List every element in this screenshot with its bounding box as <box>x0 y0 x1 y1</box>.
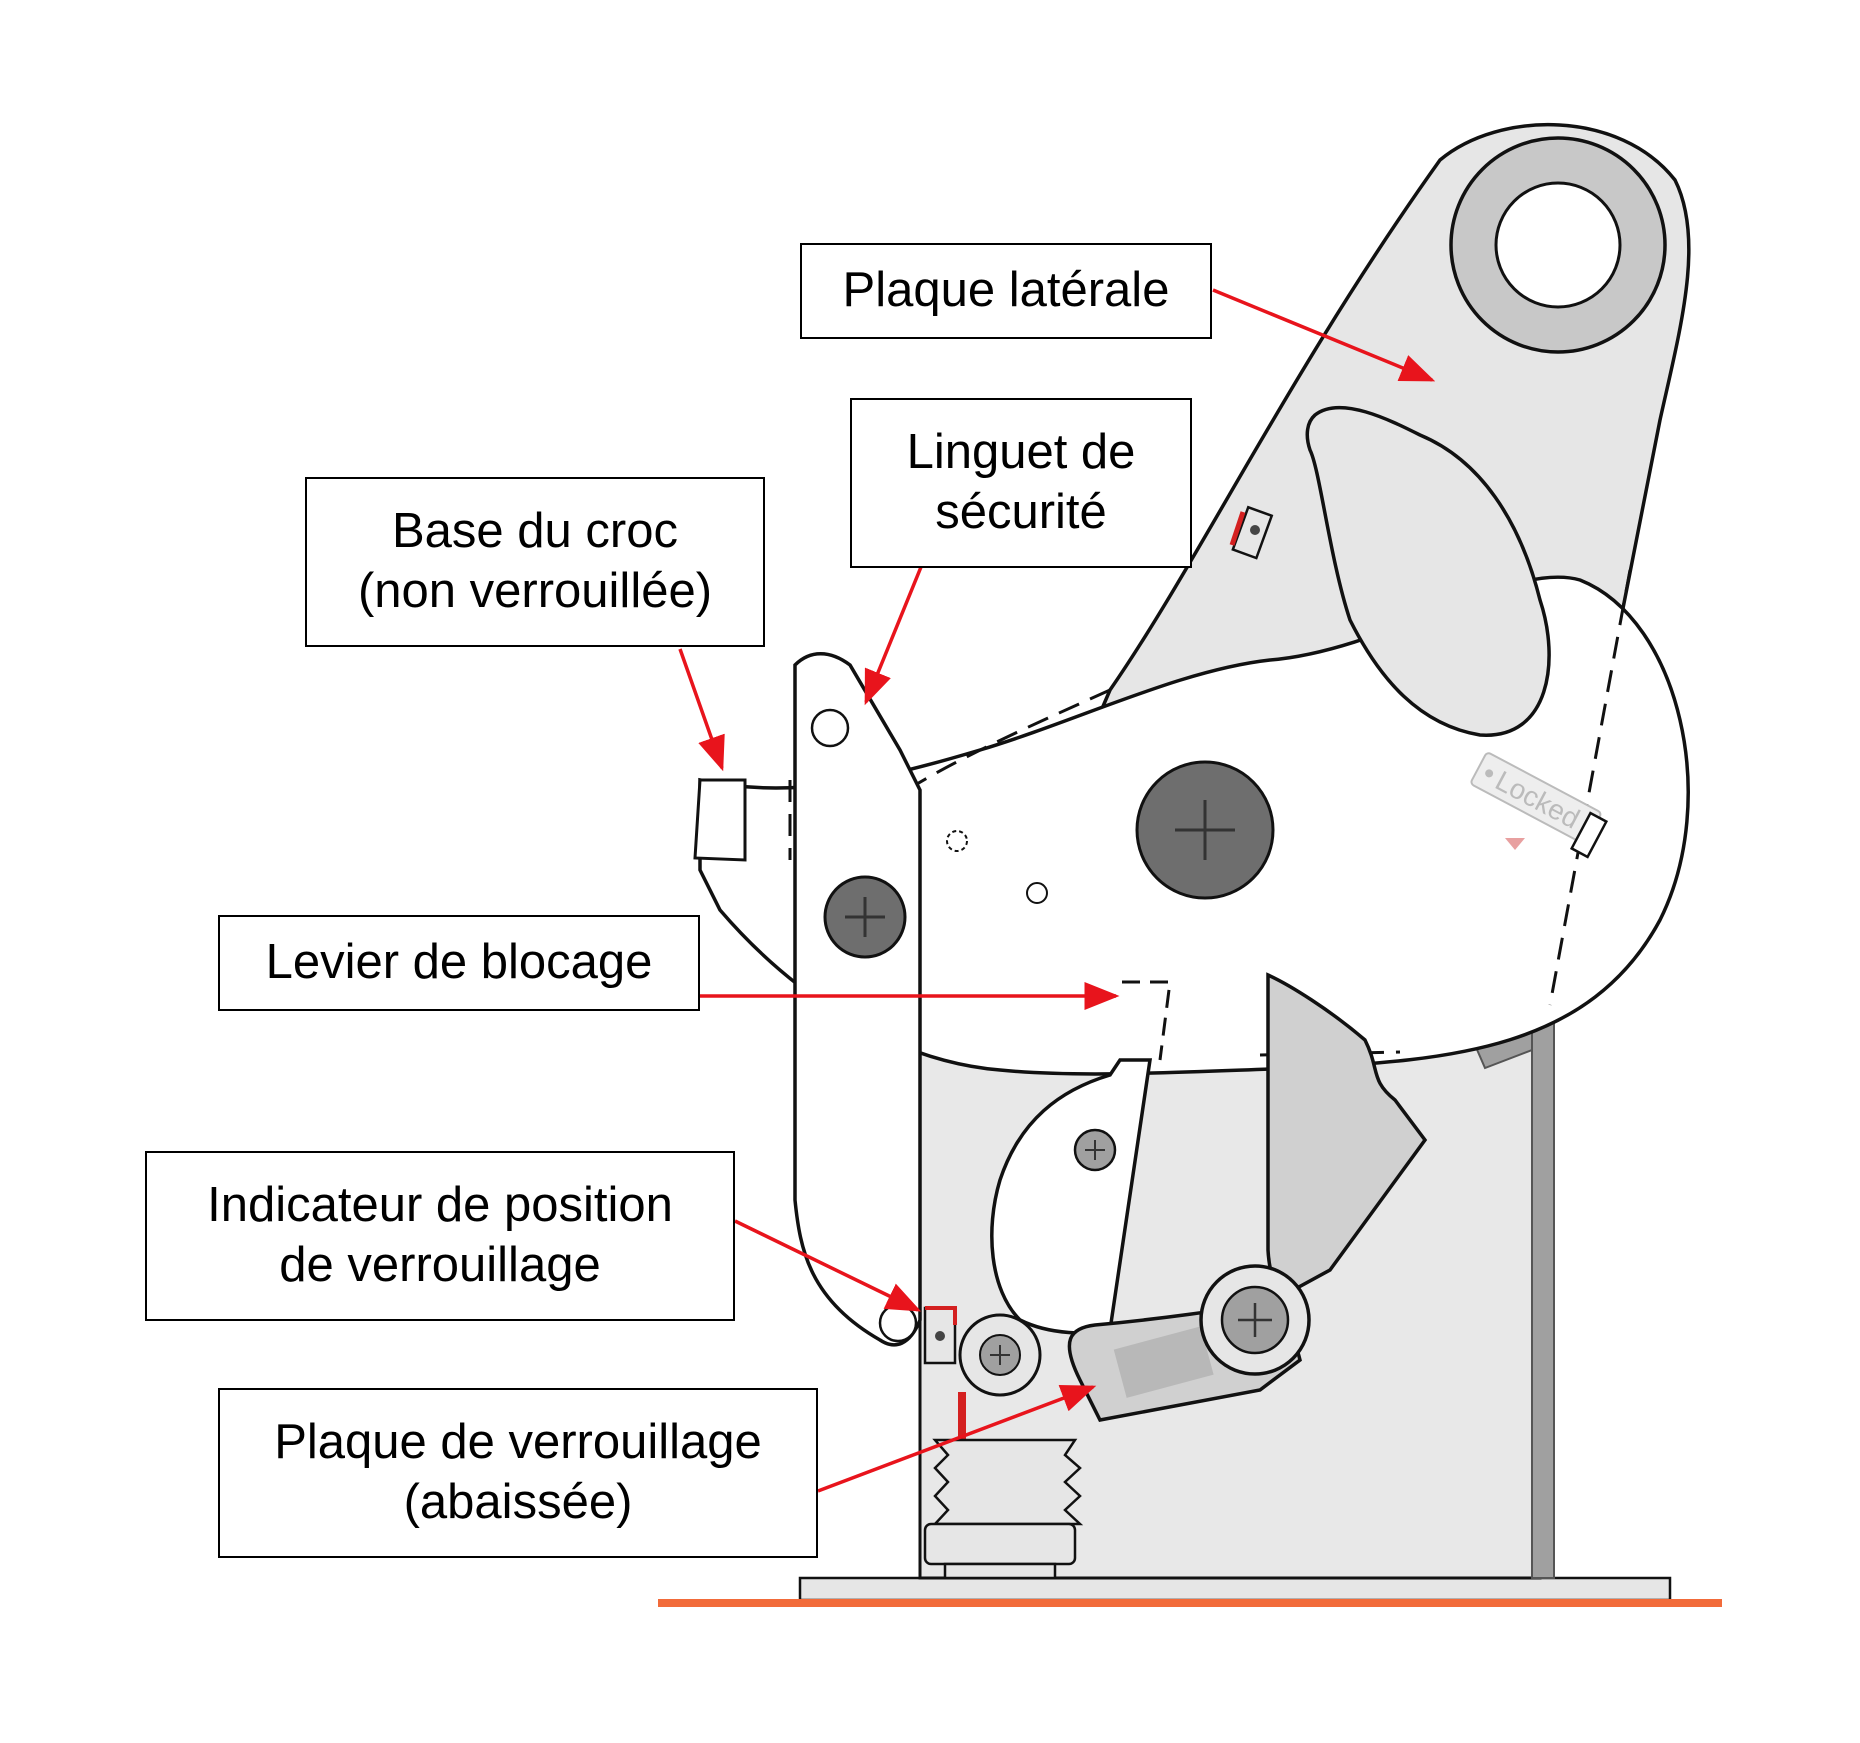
arrow-side-plate <box>1212 288 1436 382</box>
spring-red-stripe <box>958 1392 966 1440</box>
label-lock-indicator-line2: de verrouillage <box>279 1238 601 1292</box>
locked-pointer <box>1505 838 1525 850</box>
hook-hole-upper <box>946 830 968 852</box>
label-lock-indicator: Indicateur de position de verrouillage <box>145 1151 735 1321</box>
lock-indicator-red-edge <box>925 1306 957 1325</box>
support-post <box>1531 1009 1555 1579</box>
hook-hole-lower <box>1026 882 1048 904</box>
base-plate <box>798 1576 1672 1602</box>
label-hook-base: Base du croc (non verrouillée) <box>305 477 765 647</box>
side-plate-red-edge <box>1229 511 1246 546</box>
label-hook-base-line1: Base du croc <box>392 504 678 559</box>
label-lock-plate-line1: Plaque de verrouillage <box>274 1415 762 1470</box>
latch-end-roller <box>878 1303 918 1343</box>
label-safety-latch-line2: sécurité <box>935 485 1107 539</box>
arrow-lock-indicator <box>734 1219 922 1312</box>
hook-slot <box>1305 405 1551 737</box>
label-safety-latch-line1: Linguet de <box>906 425 1136 480</box>
mounting-hole <box>1494 181 1622 309</box>
spring-bellows <box>923 1438 1084 1580</box>
label-lock-plate-line2: (abaissée) <box>403 1475 633 1529</box>
label-hook-base-line2: (non verrouillée) <box>357 564 713 618</box>
latch-bolt-cross <box>845 897 885 937</box>
cam-pivot-cross <box>1085 1140 1105 1160</box>
label-lock-indicator-line1: Indicateur de position <box>207 1178 673 1233</box>
hidden-line-right <box>1548 569 1632 1006</box>
side-plate-tab-dot <box>1250 525 1260 535</box>
label-safety-latch: Linguet de sécurité <box>850 398 1192 568</box>
arrow-lock-plate <box>817 1385 1097 1493</box>
label-side-plate-text: Plaque latérale <box>842 263 1170 318</box>
central-bolt-cross <box>1175 800 1235 860</box>
latch-pivot-hole <box>810 708 850 748</box>
lock-plate-roller-cross <box>1238 1303 1272 1337</box>
arrow-hook-base <box>678 648 725 772</box>
locked-slot <box>1569 811 1609 859</box>
lock-plate-pad <box>1113 1326 1214 1398</box>
label-locking-lever-text: Levier de blocage <box>265 935 653 990</box>
label-side-plate: Plaque latérale <box>800 243 1212 339</box>
label-locking-lever: Levier de blocage <box>218 915 700 1011</box>
indicator-roller-cross <box>990 1345 1010 1365</box>
arrow-safety-latch <box>864 566 923 706</box>
hook-base-tip <box>693 778 747 862</box>
safety-latch <box>793 652 922 1347</box>
locking-lever-hidden <box>1122 980 1172 1061</box>
lock-indicator-dot <box>935 1331 945 1341</box>
label-lock-plate: Plaque de verrouillage (abaissée) <box>218 1388 818 1558</box>
